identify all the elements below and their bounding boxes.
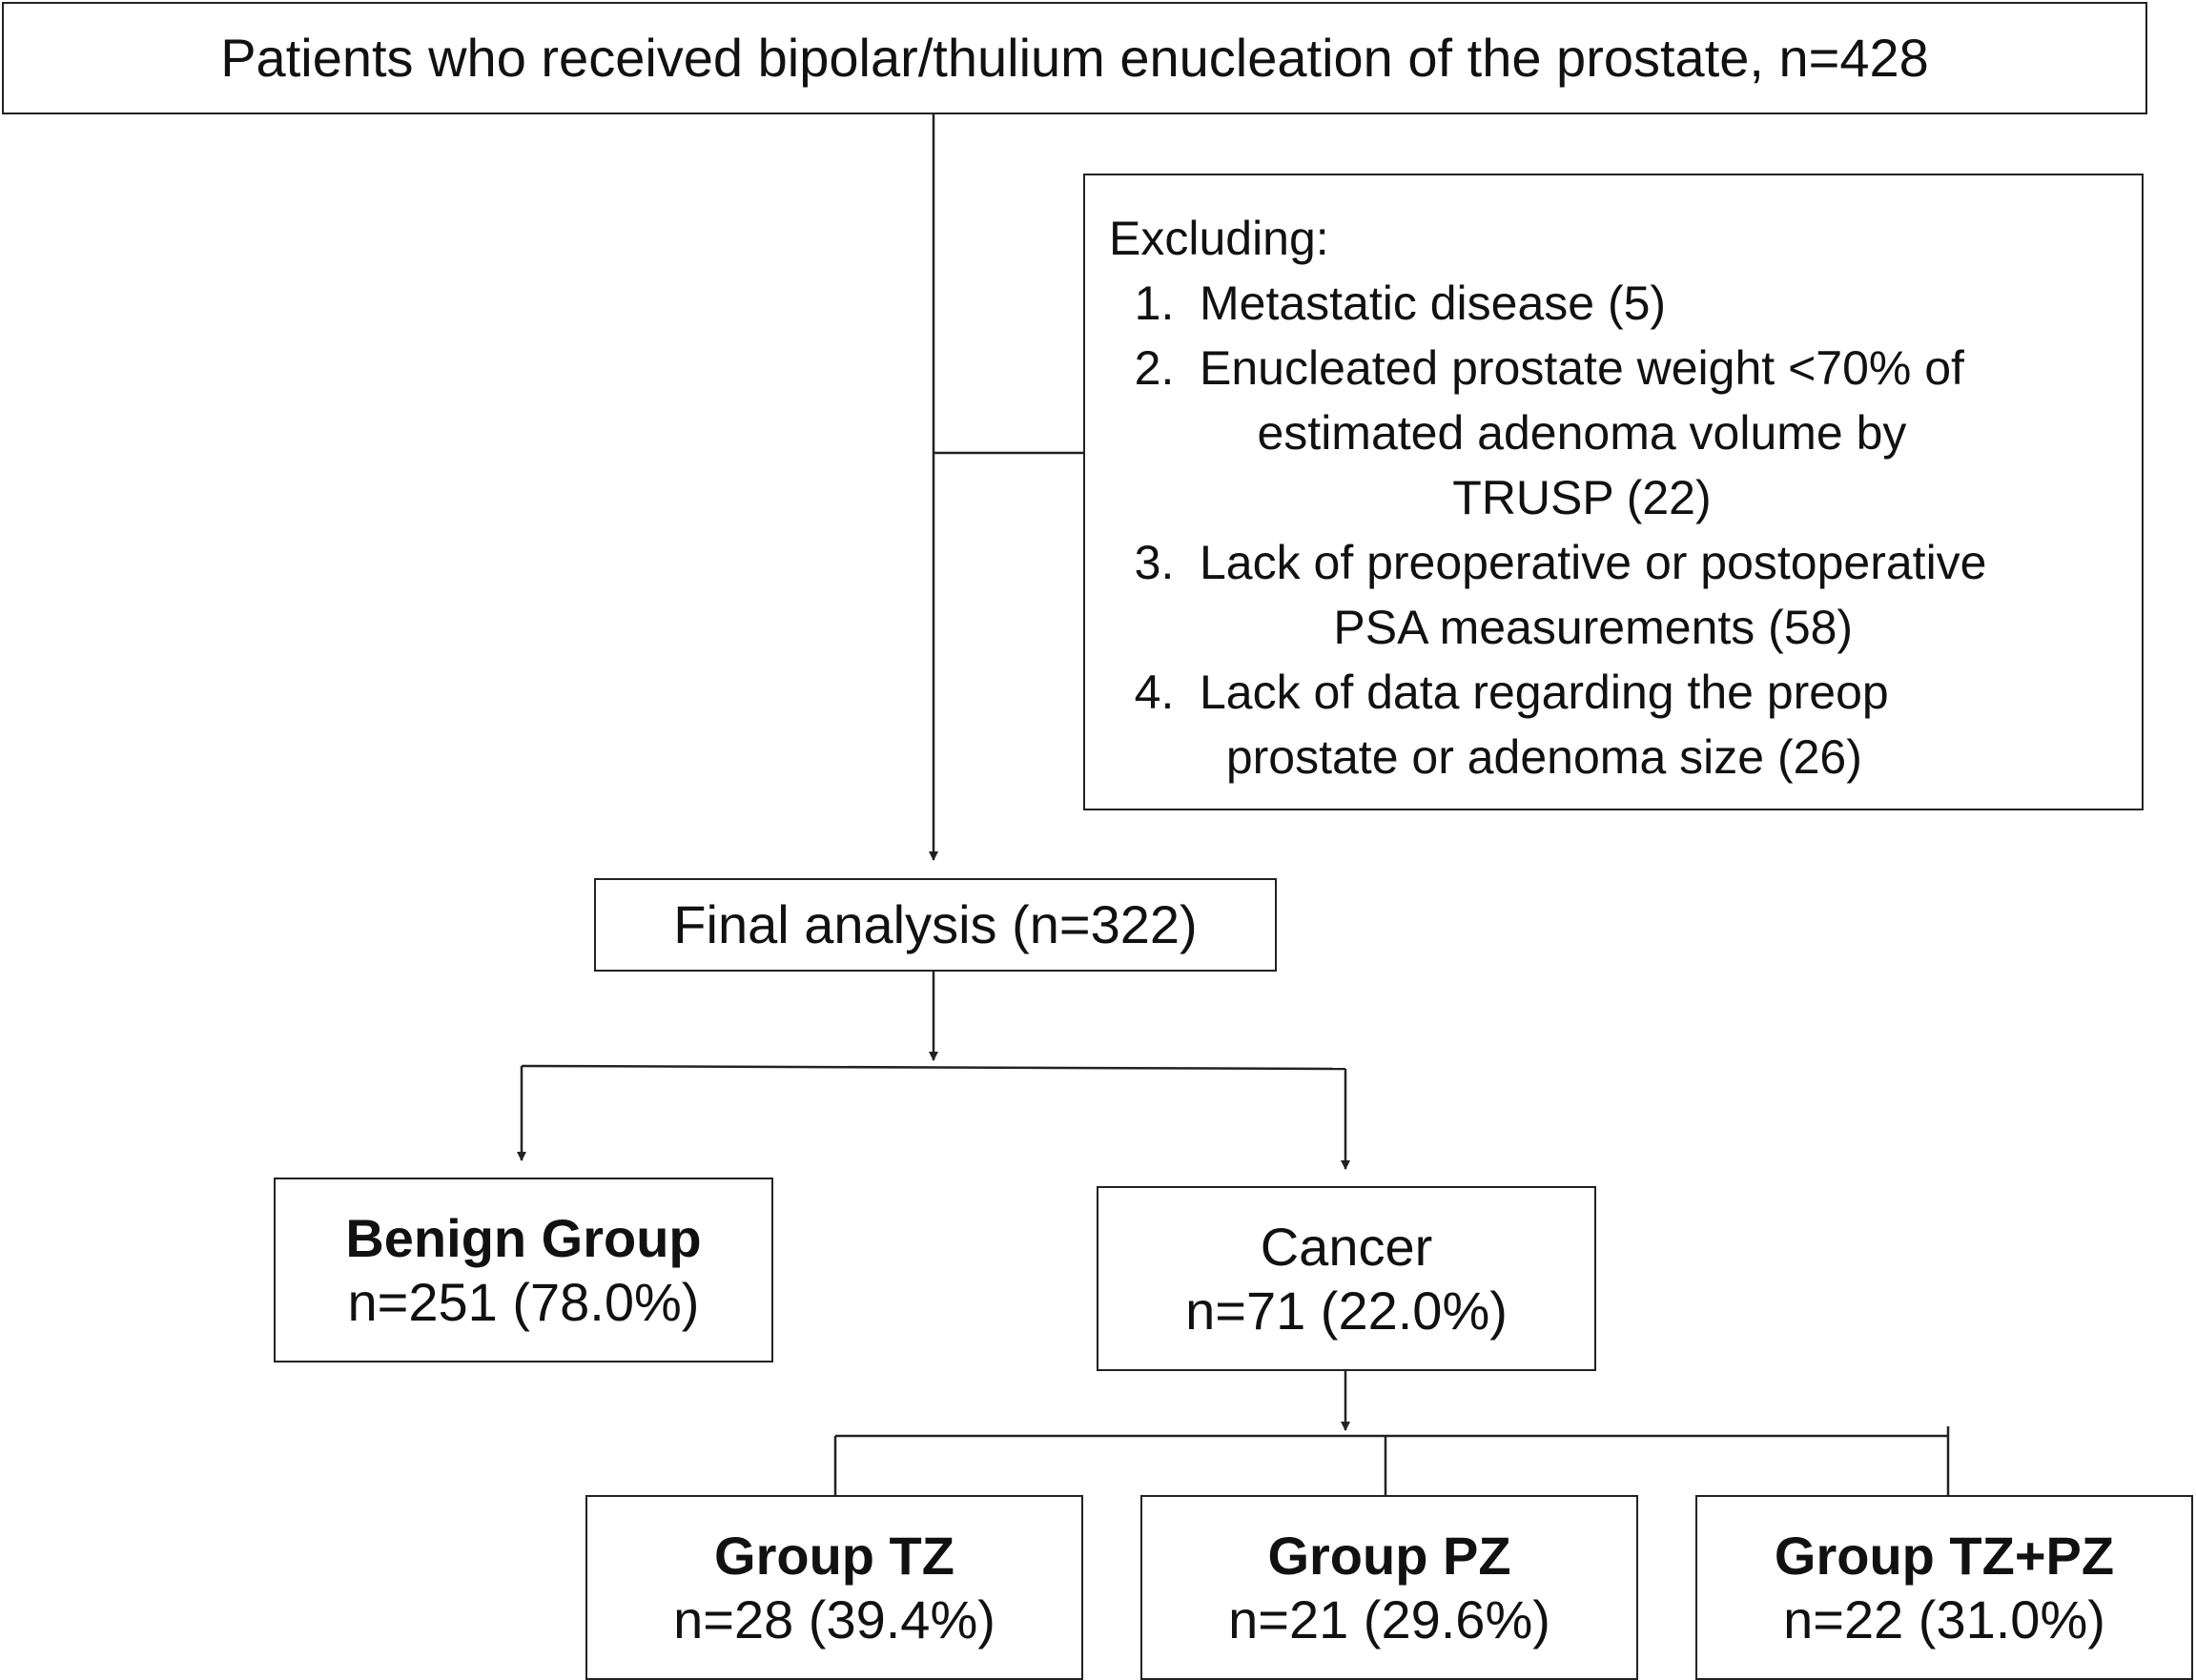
box-group-tz: Group TZ n=28 (39.4%) xyxy=(585,1495,1083,1680)
exclusion-item-number: 2. xyxy=(1134,341,1175,395)
box-benign-group: Benign Group n=251 (78.0%) xyxy=(274,1178,773,1362)
exclusion-item-line: Metastatic disease (5) xyxy=(1200,277,1667,330)
group-pz-count: n=21 (29.6%) xyxy=(1228,1589,1550,1649)
all-patients-label: Patients who received bipolar/thulium en… xyxy=(220,28,1929,89)
cancer-count: n=71 (22.0%) xyxy=(1185,1280,1508,1341)
group-tz-title: Group TZ xyxy=(714,1525,954,1586)
final-analysis-label: Final analysis (n=322) xyxy=(673,894,1198,955)
box-cancer: Cancer n=71 (22.0%) xyxy=(1097,1186,1596,1371)
exclusion-item-line: Lack of data regarding the preop xyxy=(1200,666,1889,719)
exclusion-item: 1. Metastatic disease (5) xyxy=(1109,271,1666,336)
box-final-analysis: Final analysis (n=322) xyxy=(594,878,1277,972)
group-tz-count: n=28 (39.4%) xyxy=(673,1589,995,1649)
benign-title: Benign Group xyxy=(345,1207,702,1268)
exclusion-item-line: Enucleated prostate weight <70% of xyxy=(1200,341,1964,395)
exclusion-item-line: prostate or adenoma size (26) xyxy=(1225,730,1862,784)
exclusion-item-number: 4. xyxy=(1134,666,1175,719)
box-all-patients: Patients who received bipolar/thulium en… xyxy=(2,2,2147,114)
exclusion-heading: Excluding: xyxy=(1109,212,1329,265)
exclusion-item-line: Lack of preoperative or postoperative xyxy=(1200,536,1987,589)
exclusion-item-number: 3. xyxy=(1134,536,1175,589)
exclusion-item-line: estimated adenoma volume by xyxy=(1257,406,1907,460)
benign-count: n=251 (78.0%) xyxy=(347,1272,700,1332)
group-pz-title: Group PZ xyxy=(1267,1525,1511,1586)
box-exclusions: Excluding: 1. Metastatic disease (5) 2. … xyxy=(1083,174,2144,810)
exclusion-item: 3. Lack of preoperative or postoperative… xyxy=(1109,530,1987,660)
exclusion-item-line: TRUSP (22) xyxy=(1452,471,1712,524)
exclusion-item: 2. Enucleated prostate weight <70% of es… xyxy=(1109,336,1964,530)
box-group-pz: Group PZ n=21 (29.6%) xyxy=(1140,1495,1638,1680)
exclusion-item: 4. Lack of data regarding the preop pros… xyxy=(1109,660,1889,789)
group-tz-pz-title: Group TZ+PZ xyxy=(1774,1525,2115,1586)
connector-split-bar xyxy=(521,1064,1346,1071)
cancer-title: Cancer xyxy=(1260,1216,1433,1277)
box-group-tz-pz: Group TZ+PZ n=22 (31.0%) xyxy=(1695,1495,2193,1680)
exclusion-item-line: PSA measurements (58) xyxy=(1333,601,1854,654)
group-tz-pz-count: n=22 (31.0%) xyxy=(1783,1589,2105,1649)
exclusion-item-number: 1. xyxy=(1134,277,1175,330)
